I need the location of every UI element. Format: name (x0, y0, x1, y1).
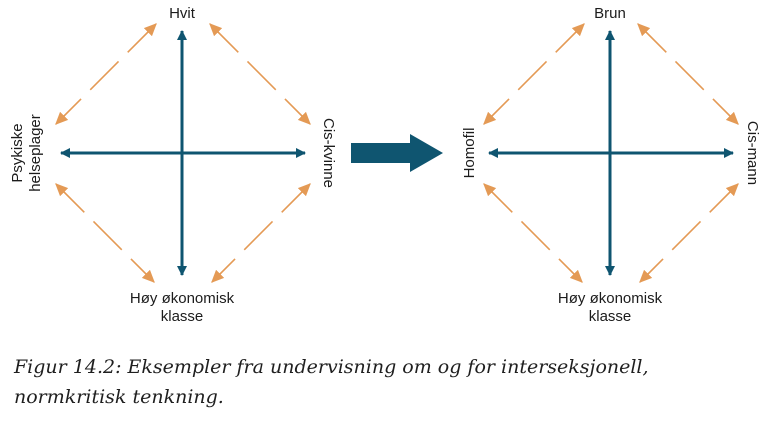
right-diagonal-top-right (637, 23, 739, 125)
right-diagonal-top-left (483, 23, 585, 125)
right-bottom-label-line2: klasse (588, 308, 632, 325)
right-diagram (483, 23, 739, 283)
left-right-label: Cis-kvinne (320, 117, 337, 189)
figure-caption: Figur 14.2: Eksempler fra undervisning o… (14, 356, 649, 408)
right-diagonal-bottom-right (639, 183, 739, 283)
left-bottom-label-line1: Høy økonomisk (129, 290, 235, 307)
left-bottom-label: Høy økonomisk klasse (130, 290, 234, 326)
transition-arrow (351, 134, 443, 172)
intersectionality-diagram (55, 23, 739, 283)
right-left-label: Homofil (461, 127, 478, 179)
right-bottom-label-line1: Høy økonomisk (557, 290, 663, 307)
left-left-label-line2: helseplager (27, 114, 44, 192)
left-diagonal-bottom-left (55, 183, 155, 283)
right-bottom-label: Høy økonomisk klasse (558, 290, 662, 326)
left-left-label: Psykiske helseplager (9, 114, 45, 192)
left-diagonal-top-right (209, 23, 311, 125)
right-right-label: Cis-mann (744, 120, 761, 186)
right-top-label: Brun (594, 5, 626, 22)
left-left-label-line1: Psykiske (9, 123, 26, 183)
left-diagonal-top-left (55, 23, 157, 125)
left-top-label: Hvit (169, 5, 195, 22)
right-diagonal-bottom-left (483, 183, 583, 283)
left-diagonal-bottom-right (211, 183, 311, 283)
left-bottom-label-line2: klasse (160, 308, 204, 325)
left-diagram (55, 23, 311, 283)
